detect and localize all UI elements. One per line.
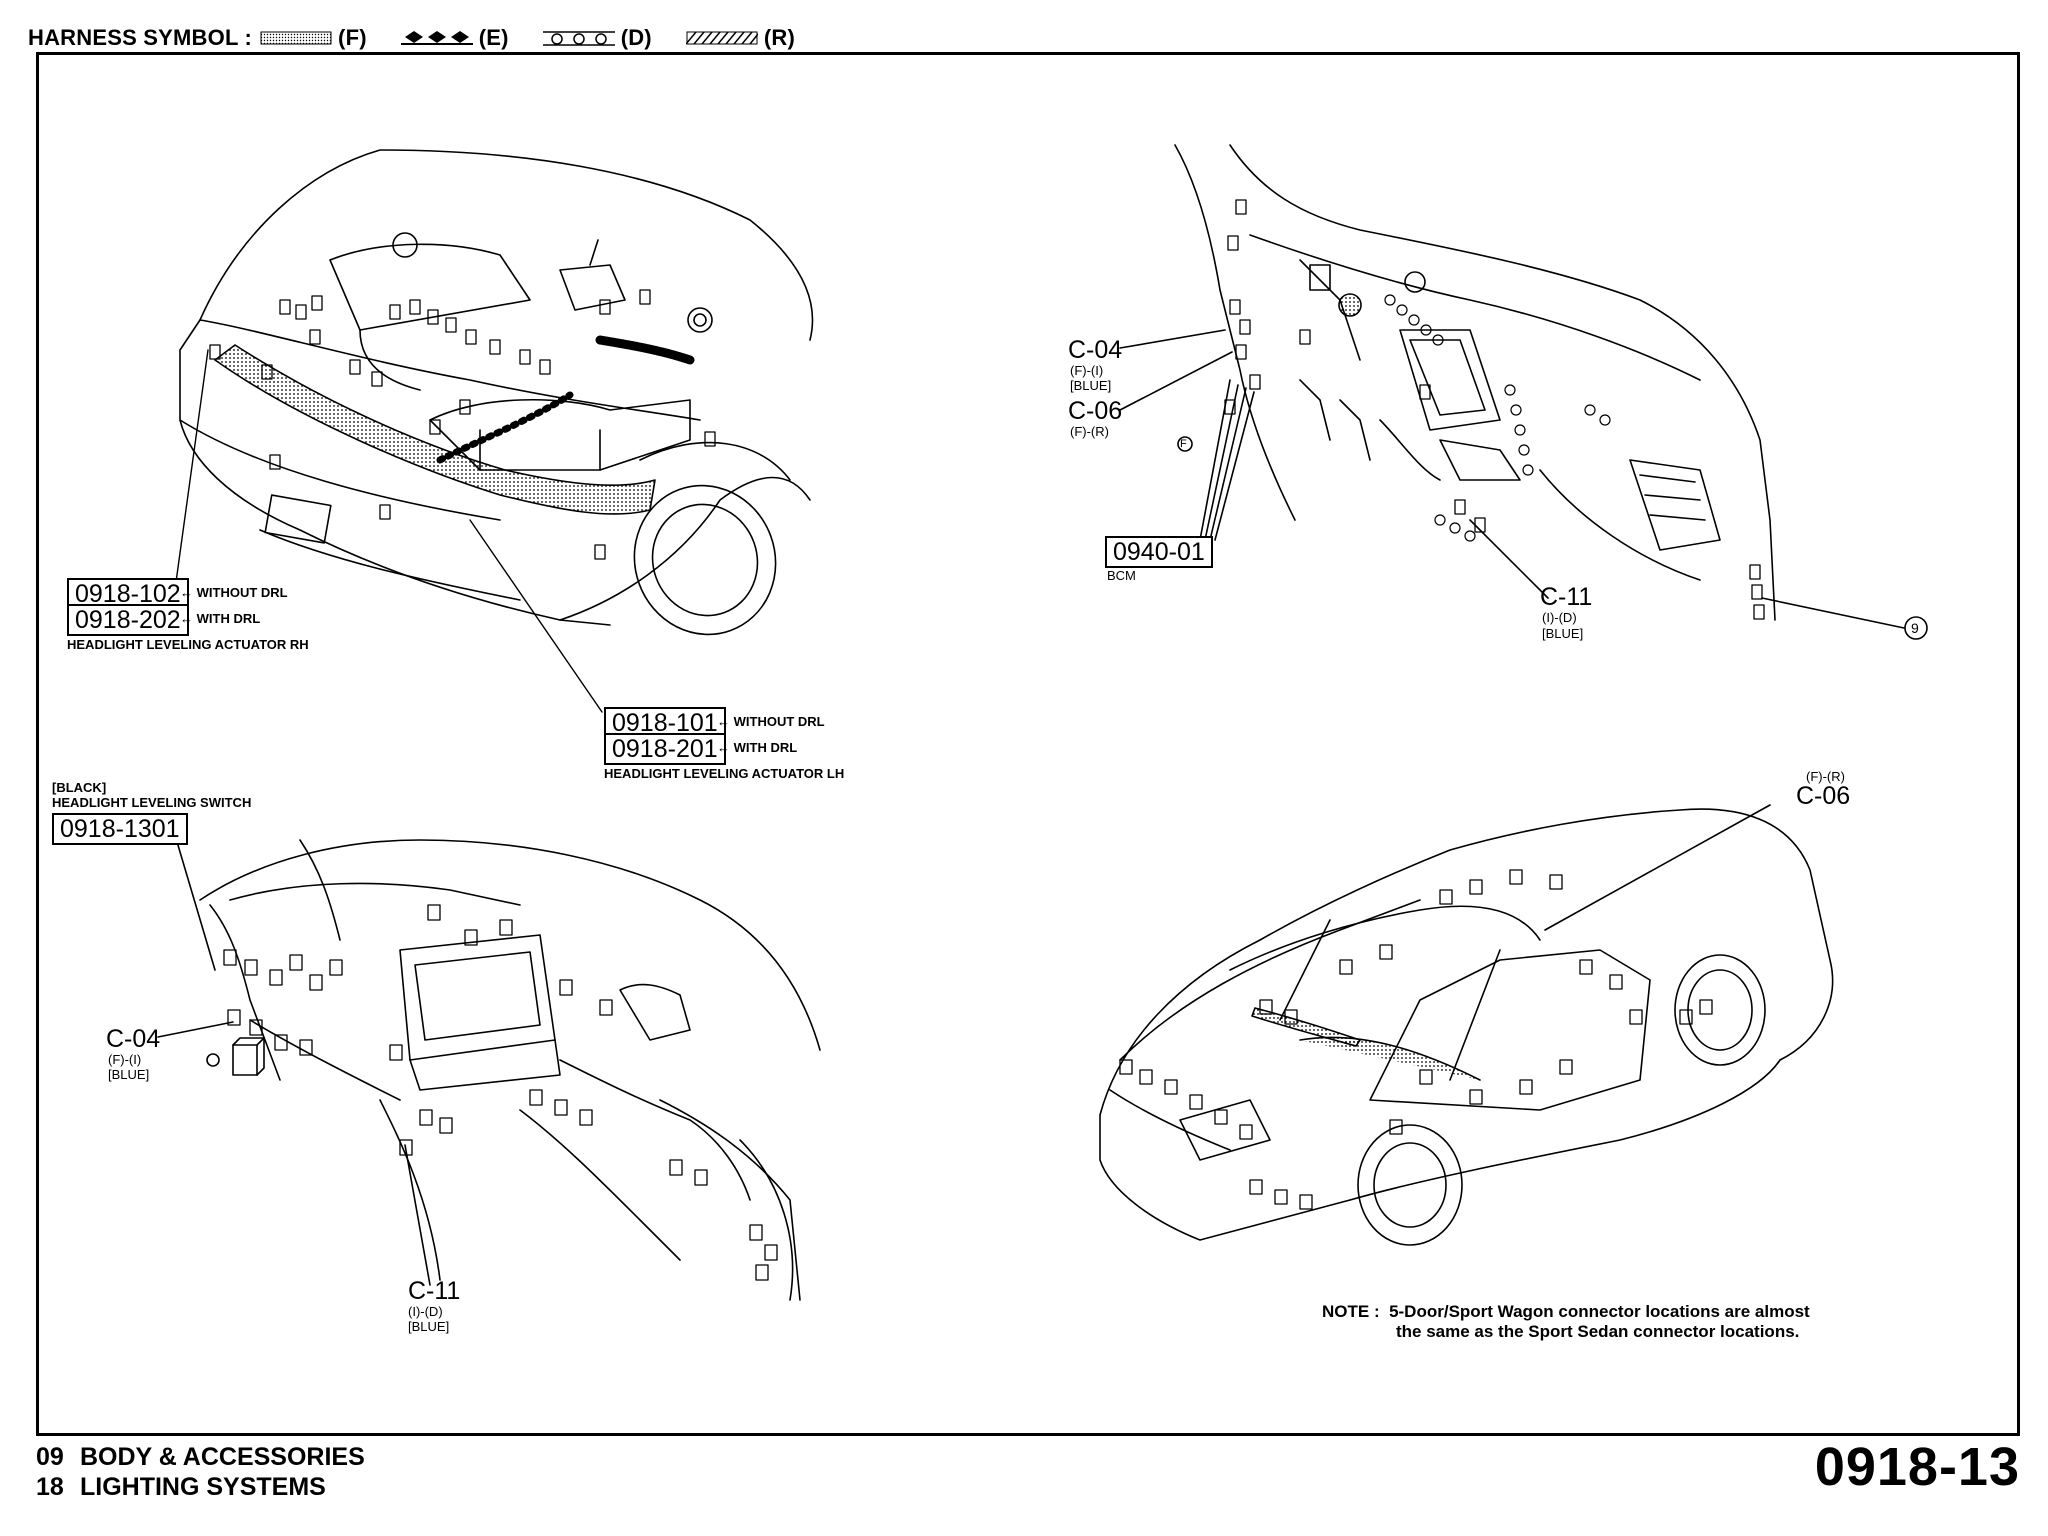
legend-code-f: (F) (338, 25, 367, 50)
section-footer: 09 BODY & ACCESSORIES 18 LIGHTING SYSTEMS (36, 1442, 365, 1502)
page-number: 0918-13 (1814, 1437, 2020, 1497)
location-note: NOTE : 5-Door/Sport Wagon connector loca… (1322, 1302, 1810, 1342)
engine-bay-illustration (175, 149, 814, 713)
body-c06-code: C-06 (1796, 782, 1851, 810)
circle-harness-symbol (542, 31, 615, 46)
lh-without-drl-text: WITHOUT DRL (733, 714, 825, 729)
interior-c06-code: C-06 (1068, 397, 1123, 425)
lh-with-drl-code: 0918-201 (604, 733, 726, 765)
rh-without-drl-text: WITHOUT DRL (196, 585, 288, 600)
subsection-number: 18 (36, 1473, 64, 1501)
legend-code-r: (R) (763, 25, 795, 50)
circle-nine-label: 9 (1911, 620, 1919, 636)
interior-marker-f: F (1180, 438, 1187, 450)
dotted-harness-symbol (260, 31, 332, 45)
bcm-code: 0940-01 (1105, 536, 1213, 568)
switch-code: 0918-1301 (52, 813, 188, 845)
lh-without-drl-note: ← WITHOUT DRL (717, 714, 825, 729)
lh-with-drl-text: WITH DRL (733, 740, 798, 755)
lh-actuator-caption: HEADLIGHT LEVELING ACTUATOR LH (604, 766, 845, 781)
rh-actuator-caption: HEADLIGHT LEVELING ACTUATOR RH (67, 637, 309, 652)
body-c06-sub: (F)-(R) (1806, 769, 1845, 784)
lh-with-drl-note: ← WITH DRL (717, 740, 798, 755)
dash-c11-sub: (I)-(D) (408, 1304, 443, 1319)
diagram-frame (36, 52, 2020, 1436)
dash-c04-sub: (F)-(I) (108, 1052, 142, 1067)
dashboard-illustration (157, 834, 821, 1301)
interior-c04-color: [BLUE] (1070, 378, 1112, 393)
switch-caption: HEADLIGHT LEVELING SWITCH (52, 795, 252, 810)
interior-c04-sub: (F)-(I) (1070, 363, 1104, 378)
interior-c06-sub: (F)-(R) (1070, 424, 1109, 439)
legend-code-e: (E) (478, 25, 509, 50)
interior-c11-sub: (I)-(D) (1542, 610, 1577, 625)
rh-with-drl-text: WITH DRL (196, 611, 261, 626)
diamond-harness-symbol (400, 31, 473, 45)
interior-c04-code: C-04 (1068, 336, 1123, 364)
switch-color: [BLACK] (52, 780, 107, 795)
dash-c11-code: C-11 (408, 1277, 461, 1305)
legend-code-d: (D) (620, 25, 652, 50)
note-line-1: 5-Door/Sport Wagon connector locations a… (1389, 1302, 1810, 1321)
interior-c11-color: [BLUE] (1542, 626, 1584, 641)
car-body-illustration (1099, 804, 1834, 1246)
rh-with-drl-note: ← WITH DRL (180, 611, 261, 626)
note-label: NOTE : (1322, 1302, 1380, 1321)
section-number: 09 (36, 1443, 64, 1471)
dash-c04-color: [BLUE] (108, 1067, 150, 1082)
legend-title: HARNESS SYMBOL : (28, 25, 253, 50)
hatched-harness-symbol (685, 31, 758, 45)
rh-without-drl-note: ← WITHOUT DRL (180, 585, 288, 600)
interior-c11-code: C-11 (1540, 583, 1593, 611)
subsection-name: LIGHTING SYSTEMS (80, 1473, 326, 1501)
note-line-2: the same as the Sport Sedan connector lo… (1396, 1322, 1800, 1341)
dash-c11-color: [BLUE] (408, 1319, 450, 1334)
interior-side-illustration (1119, 144, 1928, 640)
dash-c04-code: C-04 (106, 1025, 161, 1053)
section-name: BODY & ACCESSORIES (80, 1443, 365, 1471)
harness-symbol-legend: HARNESS SYMBOL : (F) (E) (D) (R) (28, 18, 821, 58)
rh-with-drl-code: 0918-202 (67, 604, 189, 636)
bcm-caption: BCM (1107, 568, 1136, 583)
